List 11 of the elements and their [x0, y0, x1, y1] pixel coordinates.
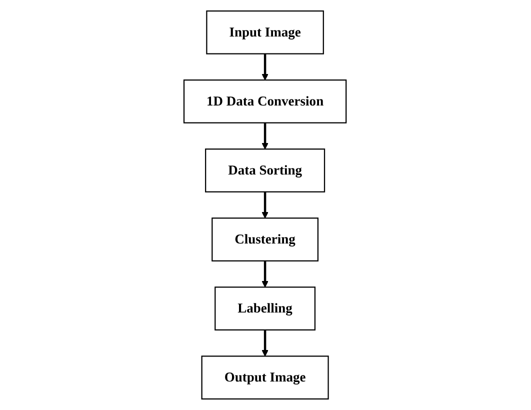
arrow: [262, 192, 269, 218]
node-box: Output Image: [202, 356, 330, 400]
node-box: Labelling: [215, 286, 316, 330]
node-box: Input Image: [206, 10, 324, 54]
arrow: [262, 330, 269, 356]
node-box: Data Sorting: [205, 148, 326, 192]
node-box: Clustering: [212, 218, 319, 262]
arrow: [262, 54, 269, 80]
arrow: [262, 122, 269, 150]
node-box: 1D Data Conversion: [184, 80, 348, 124]
arrow: [262, 260, 269, 288]
